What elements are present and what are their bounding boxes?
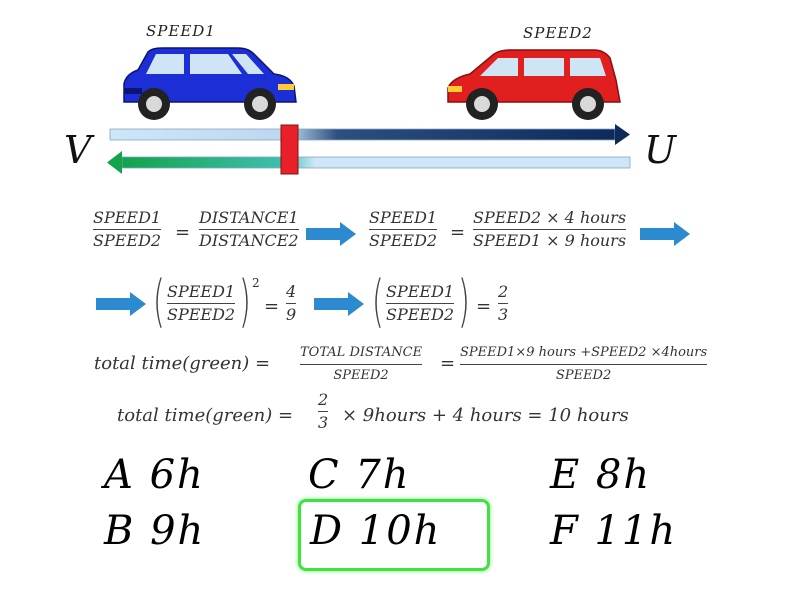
f4-close-paren: ) [457, 269, 470, 334]
answer-b[interactable]: B 9h [104, 508, 206, 554]
route-to-v-arrow [107, 151, 631, 174]
f3-close-paren: ) [238, 269, 251, 334]
f5-right-denominator: SPEED2 [555, 368, 612, 384]
meeting-point-marker [280, 124, 299, 175]
f4-result-denominator: 3 [498, 305, 509, 325]
f1-right-fraction: DISTANCE1 DISTANCE2 [199, 208, 299, 251]
f6-fraction: 2 3 [318, 390, 329, 433]
correct-answer-highlight [298, 499, 490, 571]
f3-denominator: SPEED2 [167, 305, 236, 325]
f1-equals: = [175, 222, 191, 243]
f6-denominator: 3 [318, 413, 329, 433]
speed2-label: SPEED2 [523, 24, 593, 42]
f4-result-numerator: 2 [498, 282, 509, 301]
f3-result-denominator: 9 [286, 305, 297, 325]
f1-left-fraction: SPEED1 SPEED2 [93, 208, 162, 251]
f4-open-paren: ( [371, 269, 384, 334]
answer-c[interactable]: C 7h [308, 452, 411, 498]
red-car-icon [447, 49, 621, 120]
f6-numerator: 2 [318, 390, 329, 409]
f3-result-fraction: 4 9 [286, 282, 297, 325]
answer-e[interactable]: E 8h [550, 452, 652, 498]
f3-result-numerator: 4 [286, 282, 297, 301]
f2-equals: = [450, 222, 466, 243]
f6-result: × 9hours + 4 hours = 10 hours [342, 405, 629, 426]
f2-numerator: SPEED1 [369, 208, 438, 227]
f5-fraction: TOTAL DISTANCE SPEED2 [300, 343, 423, 386]
f2-right-denominator: SPEED1 × 9 hours [473, 231, 627, 251]
f3-open-paren: ( [152, 269, 165, 334]
f1-right-denominator: DISTANCE2 [199, 231, 299, 251]
f4-numerator: SPEED1 [386, 282, 455, 301]
f5-equals: = [440, 353, 456, 374]
f2-right-numerator: SPEED2 × 4 hours [473, 208, 627, 227]
f3-numerator: SPEED1 [167, 282, 236, 301]
f2-denominator: SPEED2 [369, 231, 438, 251]
f1-right-numerator: DISTANCE1 [199, 208, 299, 227]
f5-right-fraction: SPEED1×9 hours +SPEED2 ×4hours SPEED2 [460, 343, 708, 386]
speed1-label: SPEED1 [146, 22, 216, 40]
f1-numerator: SPEED1 [93, 208, 162, 227]
answer-a[interactable]: A 6h [104, 452, 205, 498]
f3-equals: = [264, 296, 280, 317]
answer-d[interactable]: D 10h [310, 508, 442, 554]
f4-equals: = [476, 296, 492, 317]
arrow-right-icon [96, 292, 146, 316]
f5-denominator: SPEED2 [333, 368, 389, 384]
f3-fraction: SPEED1 SPEED2 [167, 282, 236, 325]
blue-car-icon [123, 47, 297, 120]
f3-exponent: 2 [252, 276, 260, 290]
answer-f[interactable]: F 11h [550, 508, 678, 554]
f2-right-fraction: SPEED2 × 4 hours SPEED1 × 9 hours [473, 208, 627, 251]
city-u-label: U [644, 128, 677, 172]
arrow-right-icon [306, 222, 356, 246]
f6-left-label: total time(green) = [117, 405, 294, 426]
f4-fraction: SPEED1 SPEED2 [386, 282, 455, 325]
f2-left-fraction: SPEED1 SPEED2 [369, 208, 438, 251]
f4-result-fraction: 2 3 [498, 282, 509, 325]
f4-denominator: SPEED2 [386, 305, 455, 325]
arrow-right-icon [314, 292, 364, 316]
route-diagram [107, 124, 631, 175]
f5-numerator: TOTAL DISTANCE [300, 345, 423, 360]
f5-right-numerator: SPEED1×9 hours +SPEED2 ×4hours [460, 345, 708, 360]
f1-denominator: SPEED2 [93, 231, 162, 251]
f5-left-label: total time(green) = [94, 353, 271, 374]
arrow-right-icon [640, 222, 690, 246]
city-v-label: V [64, 128, 92, 172]
route-to-u-arrow [109, 124, 630, 145]
